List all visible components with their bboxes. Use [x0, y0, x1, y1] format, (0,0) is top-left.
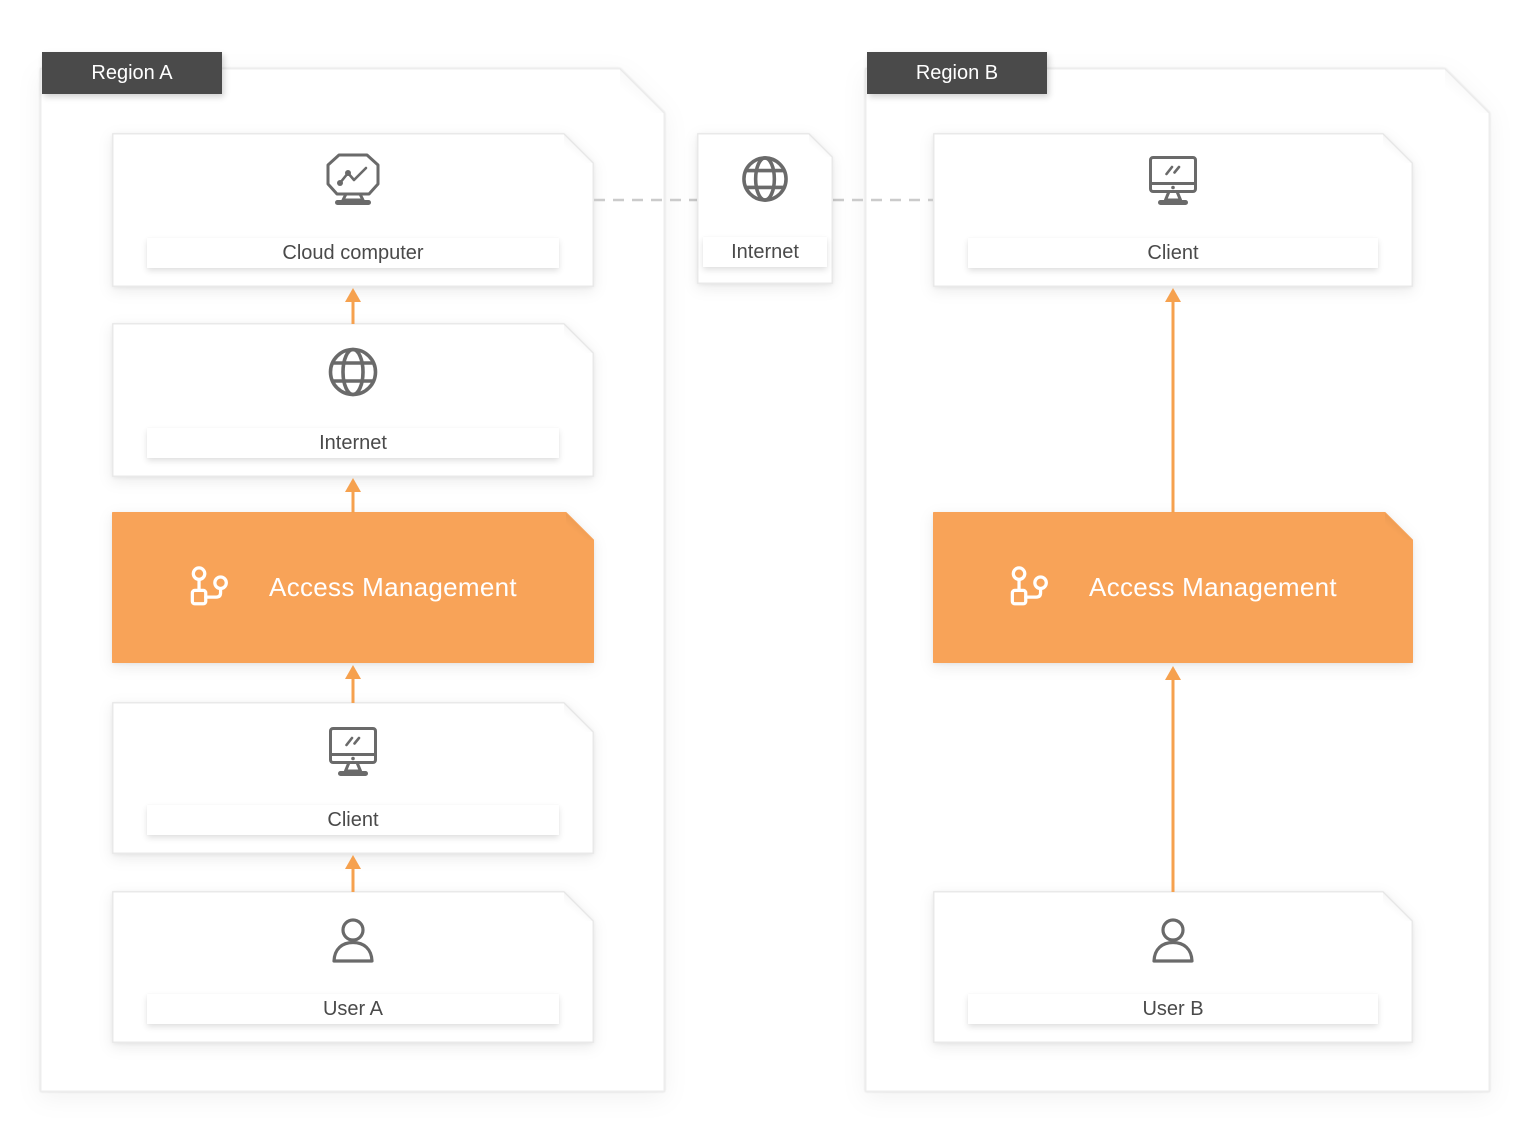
- node-label-bar: Client: [147, 805, 559, 835]
- arrow-user-to-client: [345, 855, 361, 892]
- node-cloud-computer: Cloud computer: [112, 133, 594, 287]
- node-internet-a: Internet: [112, 323, 594, 477]
- cloud-computer-icon: [320, 149, 386, 211]
- node-label-text: User A: [322, 997, 384, 1020]
- node-label-text: User B: [1142, 997, 1204, 1020]
- node-label-bar: User A: [147, 994, 559, 1024]
- node-user-a: User A: [112, 891, 594, 1043]
- node-label-bar: Internet: [147, 428, 559, 458]
- region-b-label-text: Region B: [915, 61, 999, 84]
- region-a-label: Region A: [42, 52, 222, 94]
- access-management-label: Access Management: [1089, 572, 1337, 602]
- region-b-label: Region B: [867, 52, 1047, 94]
- node-user-b: User B: [933, 891, 1413, 1043]
- arrow-access-to-internet: [345, 478, 361, 513]
- node-label-bar: User B: [968, 994, 1378, 1024]
- monitor-icon: [321, 722, 385, 782]
- node-label-bar: Client: [968, 238, 1378, 268]
- node-internet-connector: Internet: [697, 133, 833, 284]
- arrow-internet-to-cloud: [345, 288, 361, 324]
- arrow-user-to-access-b: [1165, 666, 1181, 892]
- workflow-icon: [1009, 564, 1053, 612]
- access-management-label: Access Management: [269, 572, 517, 602]
- node-label-text: Client: [327, 808, 379, 831]
- node-access-management-b: Access Management: [933, 512, 1413, 663]
- node-client-b: Client: [933, 133, 1413, 287]
- node-label-text: Internet: [731, 240, 799, 263]
- person-icon: [1144, 913, 1202, 971]
- arrow-client-to-access: [345, 665, 361, 703]
- workflow-icon: [189, 564, 233, 612]
- person-icon: [324, 913, 382, 971]
- globe-icon: [736, 150, 794, 208]
- node-label-text: Internet: [319, 431, 387, 454]
- region-b: Region B Client: [865, 52, 1490, 1092]
- node-label-text: Client: [1147, 241, 1199, 264]
- node-label-bar: Internet: [703, 237, 827, 267]
- node-access-management-a: Access Management: [112, 512, 594, 663]
- node-client-a: Client: [112, 702, 594, 854]
- globe-icon: [322, 341, 384, 403]
- region-a: Region A Cloud computer: [40, 52, 665, 1092]
- node-label-text: Cloud computer: [282, 241, 424, 264]
- arrow-access-to-client-b: [1165, 288, 1181, 513]
- region-a-label-text: Region A: [91, 61, 173, 84]
- node-label-bar: Cloud computer: [147, 238, 559, 268]
- monitor-icon: [1141, 151, 1205, 211]
